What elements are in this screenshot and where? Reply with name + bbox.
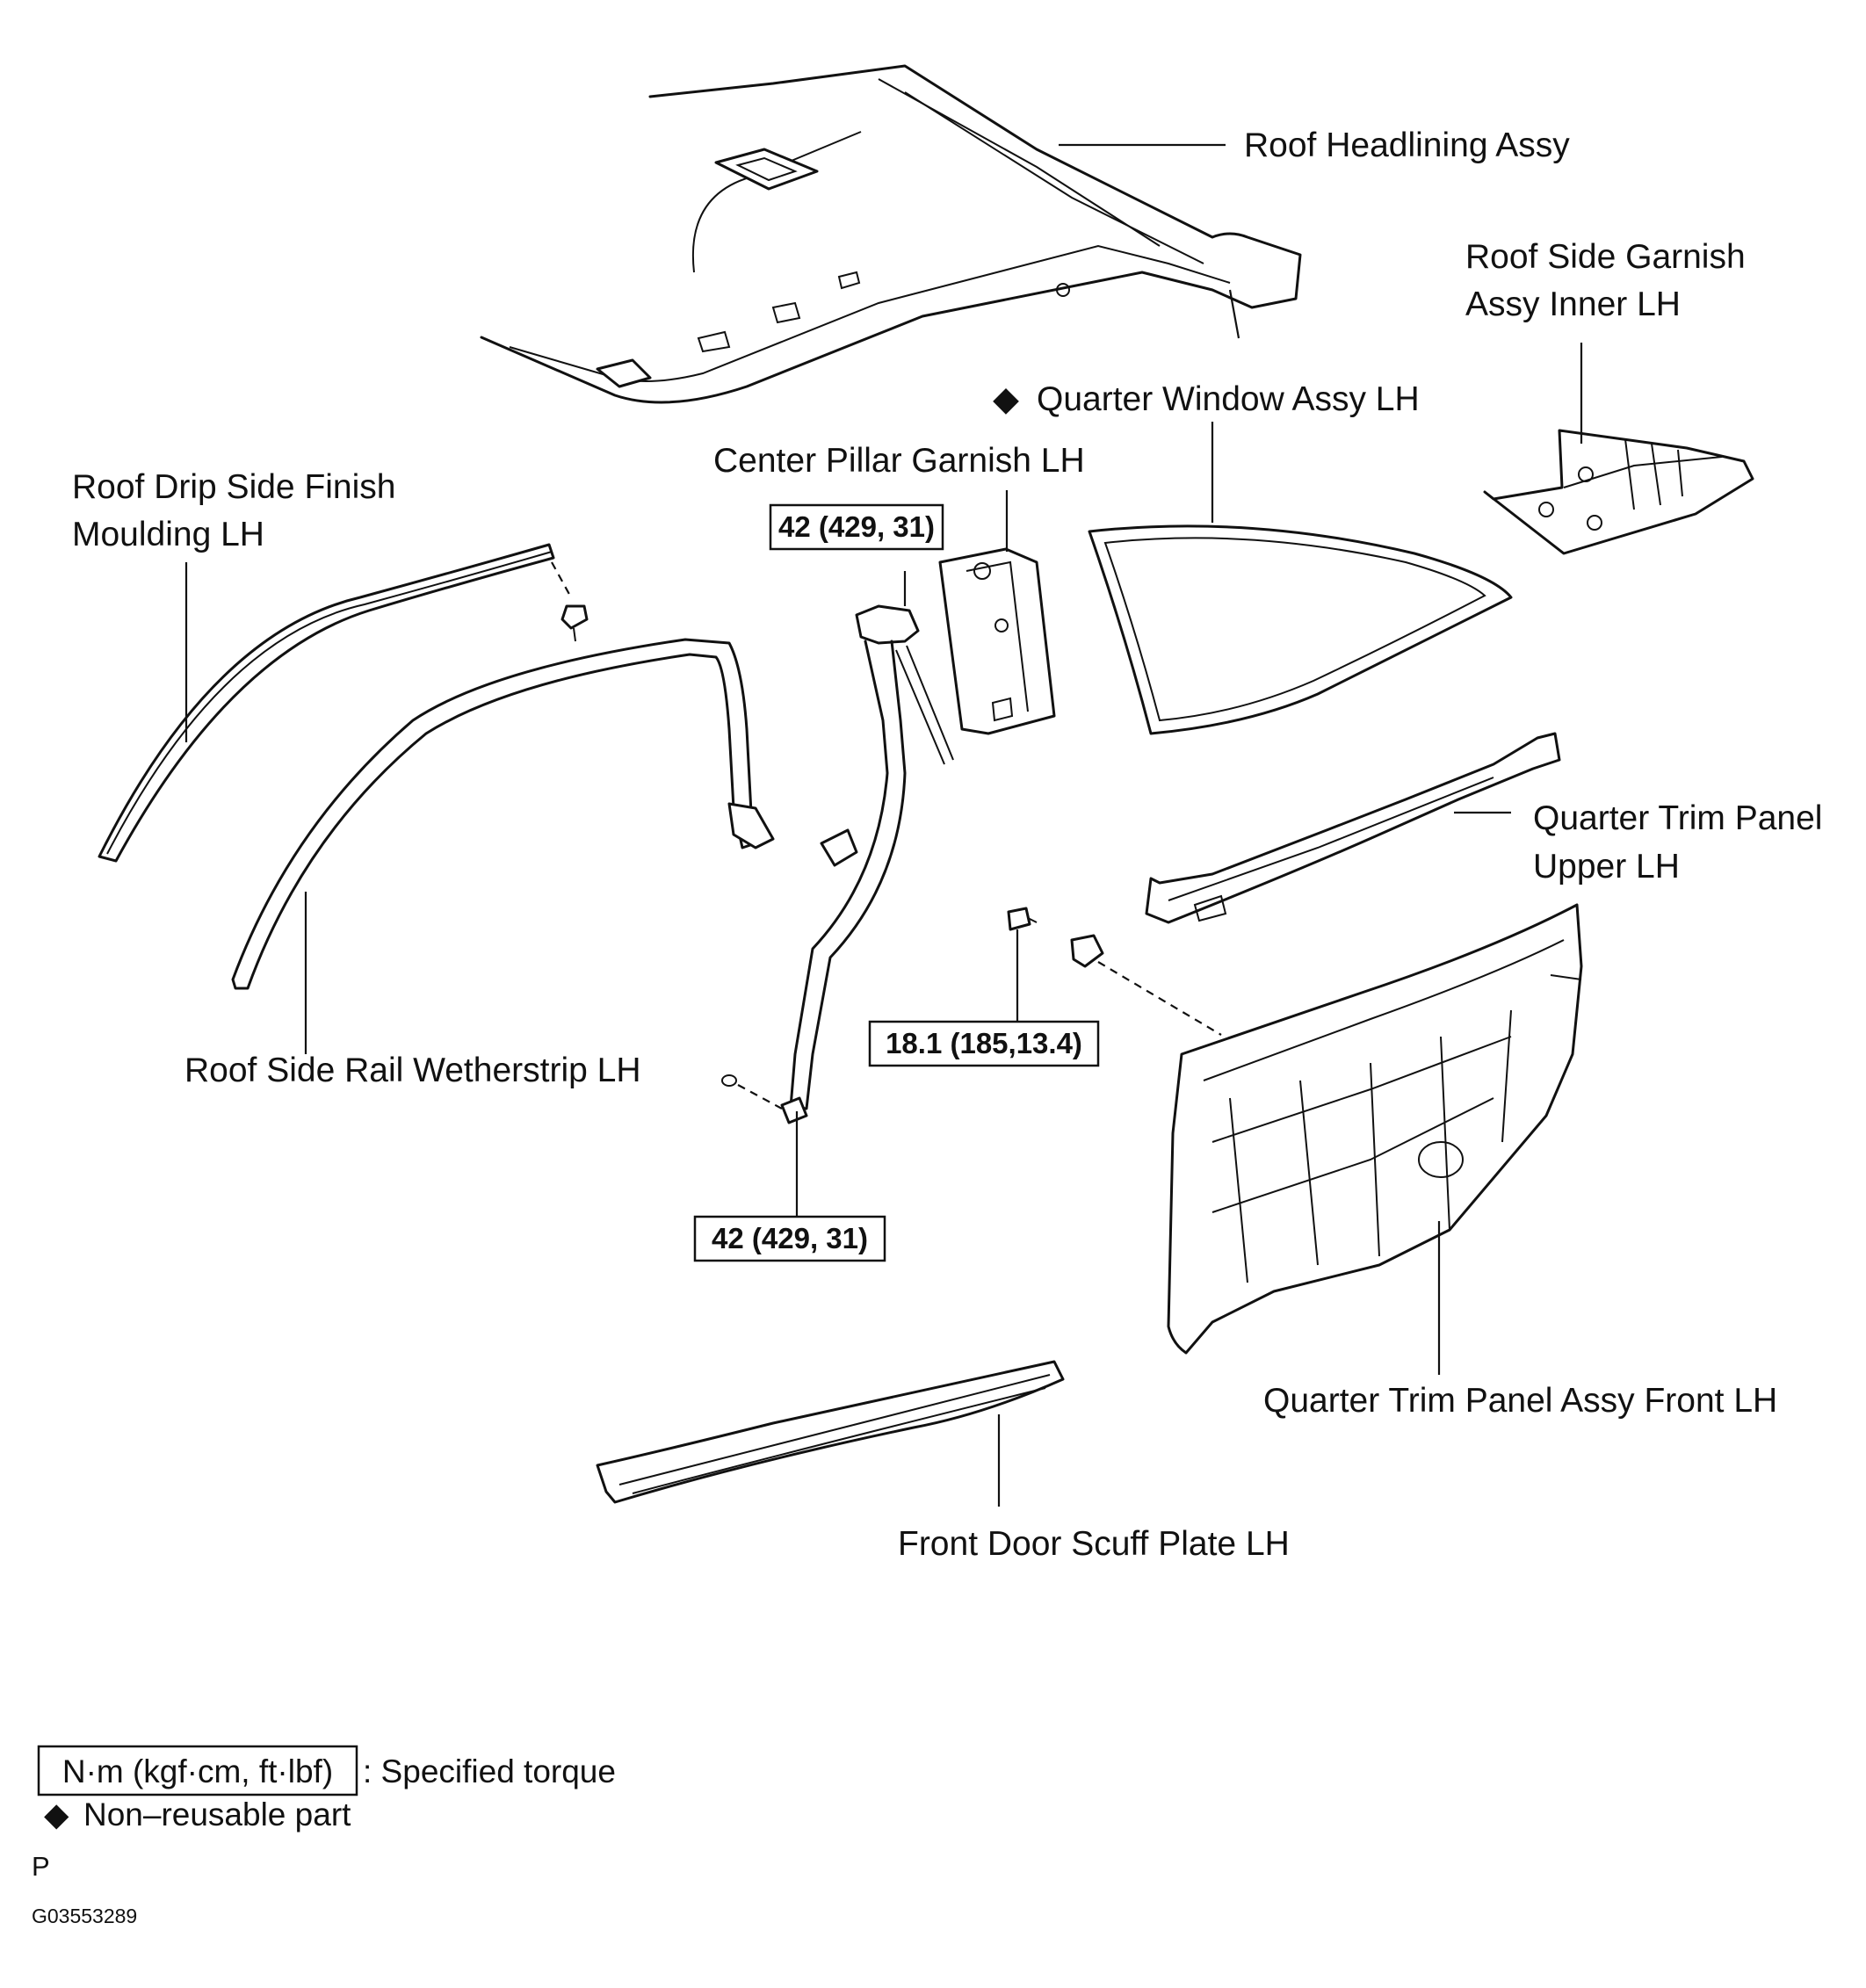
roof-headlining-drawing	[480, 64, 1302, 404]
legend-torque-unit: N·m (kgf·cm, ft·lbf)	[62, 1753, 333, 1789]
torque-value: 18.1 (185,13.4)	[886, 1027, 1082, 1059]
torque-box-upper-anchor: 42 (429, 31)	[769, 503, 944, 551]
legend: N·m (kgf·cm, ft·lbf) : Specified torque …	[37, 1745, 616, 1833]
label-roof-side-garnish-line1: Roof Side Garnish	[1465, 238, 1746, 276]
legend-torque-desc: : Specified torque	[363, 1753, 616, 1789]
torque-value: 42 (429, 31)	[778, 510, 935, 543]
label-scuff-plate: Front Door Scuff Plate LH	[898, 1525, 1290, 1563]
label-roof-drip-line1: Roof Drip Side Finish	[72, 468, 395, 506]
torque-box-lower-anchor: 42 (429, 31)	[693, 1215, 886, 1262]
label-roof-side-garnish-line2: Assy Inner LH	[1465, 286, 1681, 323]
legend-diamond-icon: ◆	[44, 1796, 69, 1833]
quarter-trim-front-drawing	[1167, 903, 1583, 1355]
legend-non-reusable: Non–reusable part	[83, 1796, 351, 1833]
label-quarter-window: Quarter Window Assy LH	[1037, 380, 1420, 418]
footer-letter: P	[32, 1851, 50, 1882]
scuff-plate-drawing	[596, 1360, 1065, 1504]
label-quarter-trim-front: Quarter Trim Panel Assy Front LH	[1263, 1382, 1777, 1420]
label-quarter-trim-upper-line2: Upper LH	[1533, 848, 1680, 886]
label-roof-headlining: Roof Headlining Assy	[1244, 127, 1570, 164]
diamond-icon: ◆	[993, 380, 1019, 418]
figure-id: G03553289	[32, 1905, 137, 1927]
label-roof-drip-line2: Moulding LH	[72, 516, 264, 553]
center-pillar-garnish-drawing	[938, 547, 1056, 735]
label-quarter-trim-upper-line1: Quarter Trim Panel	[1533, 799, 1822, 837]
roof-drip-moulding-drawing	[98, 543, 589, 863]
leader-lines	[184, 143, 1583, 1507]
quarter-trim-upper-drawing	[1145, 732, 1561, 924]
label-roof-side-rail: Roof Side Rail Wetherstrip LH	[184, 1052, 641, 1089]
quarter-window-drawing	[1088, 524, 1513, 735]
trim-bolt-drawing	[1007, 907, 1222, 1036]
torque-value: 42 (429, 31)	[712, 1222, 868, 1254]
roof-side-rail-weatherstrip-drawing	[231, 638, 775, 990]
roof-side-garnish-drawing	[1483, 429, 1754, 555]
seat-belt-drawing	[721, 604, 954, 1124]
label-center-pillar-garnish: Center Pillar Garnish LH	[713, 442, 1085, 480]
torque-box-trim-bolt: 18.1 (185,13.4)	[868, 1020, 1100, 1067]
